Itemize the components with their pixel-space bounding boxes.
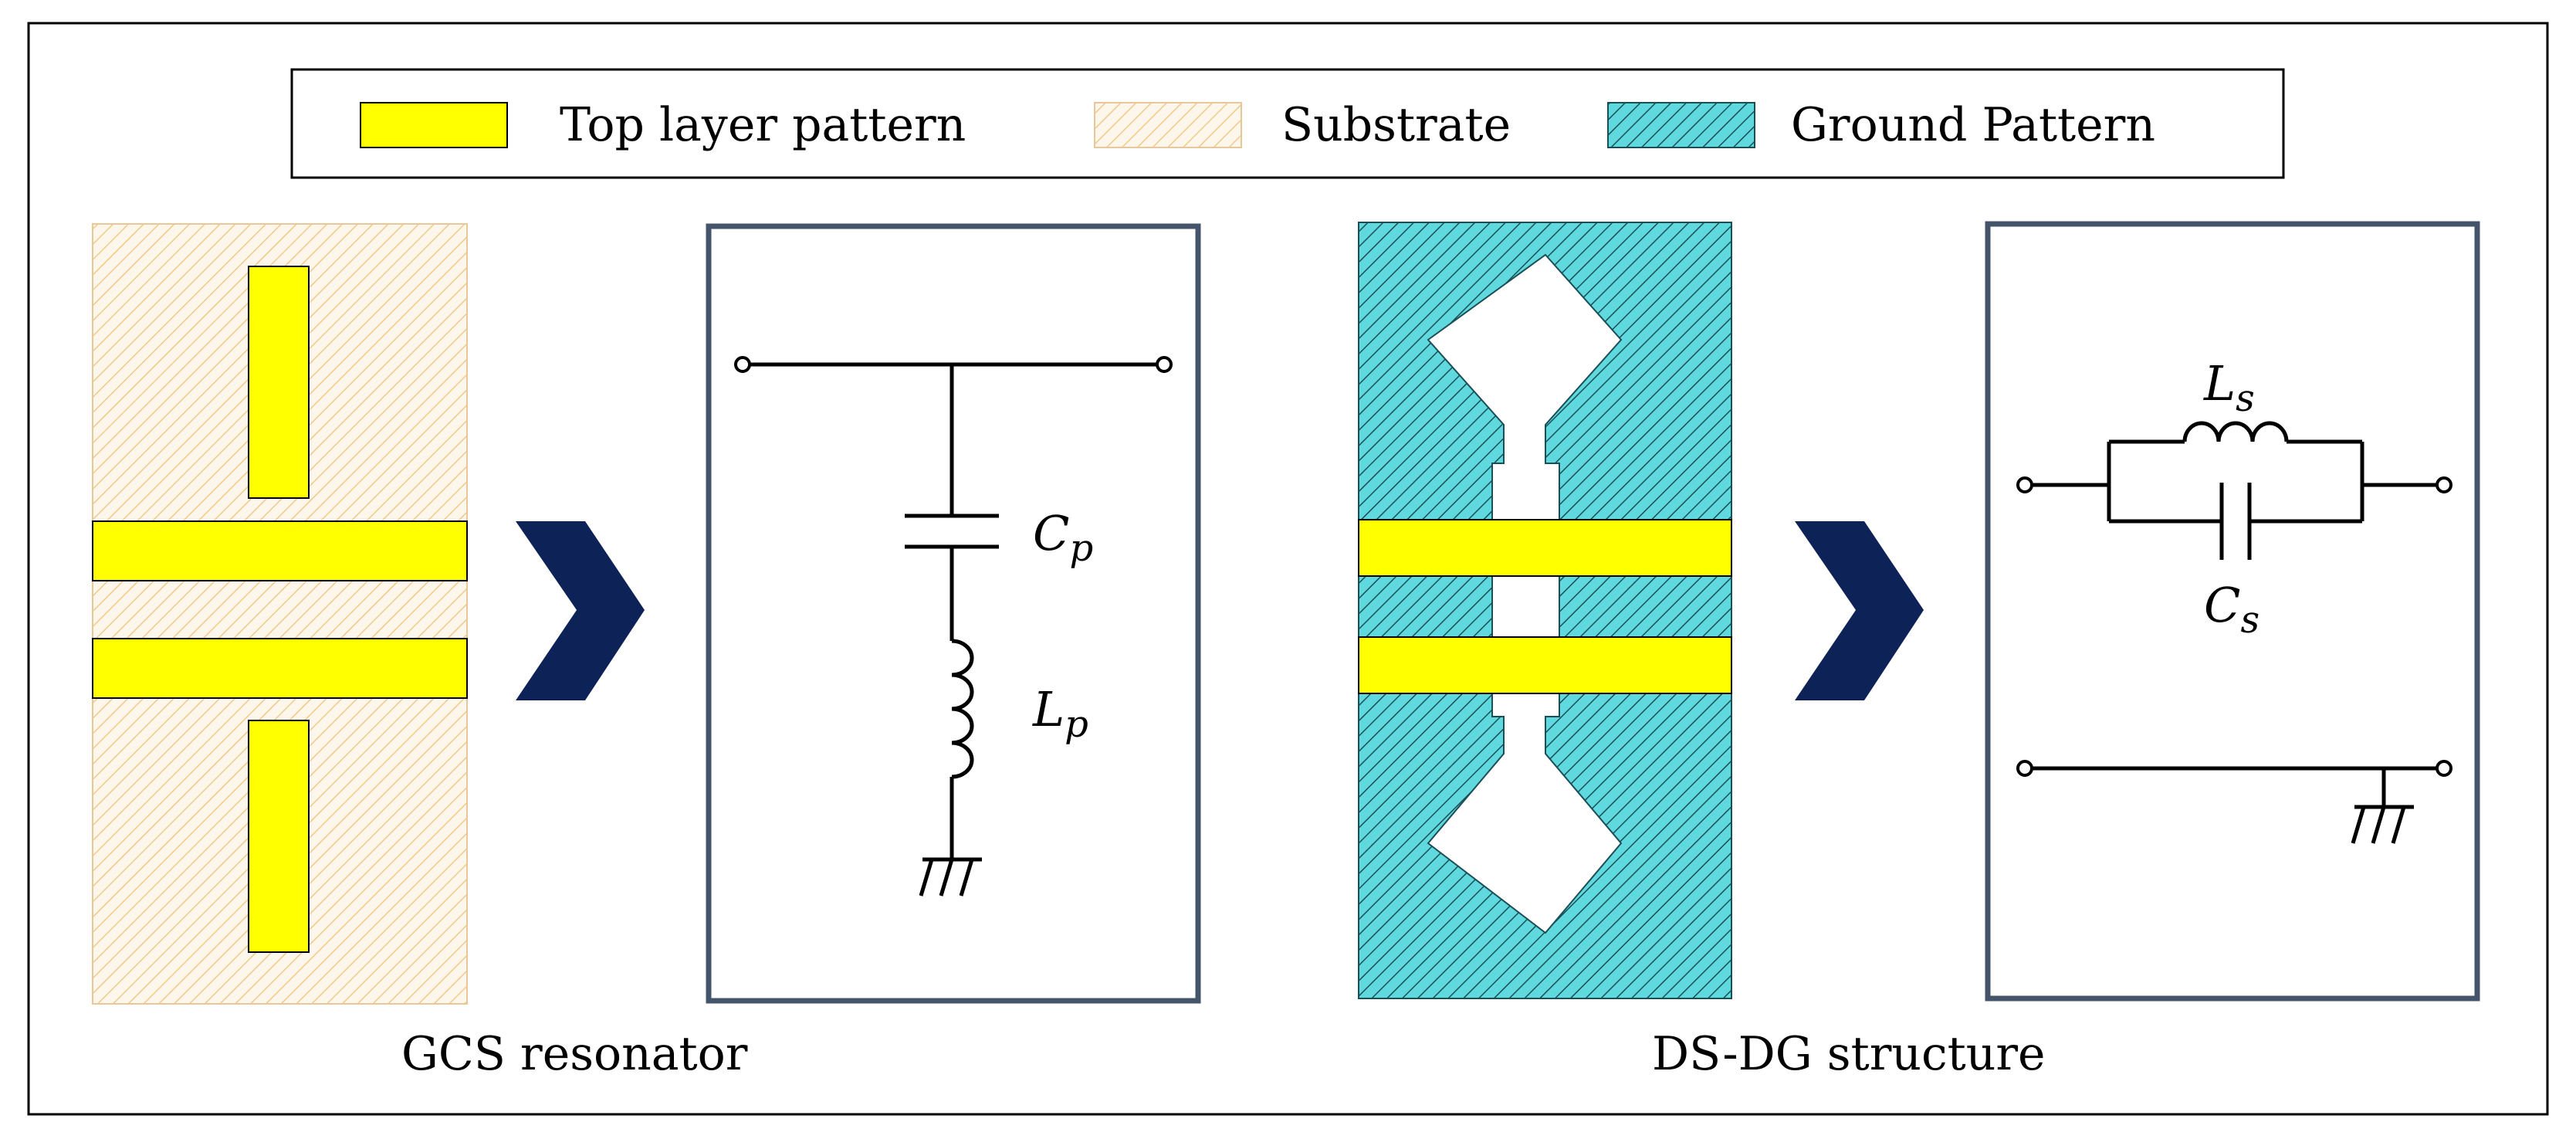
capacitor-label-cs: Cs — [2204, 577, 2260, 642]
ds-dg-equivalent-circuit: Ls Cs — [1985, 221, 2480, 1002]
top-layer-line-1 — [1358, 519, 1732, 577]
ground-symbol-icon — [2351, 805, 2414, 844]
outer-frame — [27, 22, 2549, 1116]
legend-swatch-ground — [1607, 102, 1755, 148]
dumbbell-slot — [1427, 253, 1623, 934]
legend-box — [290, 68, 2285, 179]
top-layer-line-2 — [92, 638, 468, 699]
legend-label-top-layer: Top layer pattern — [560, 98, 966, 152]
legend: Top layer pattern Substrate Ground Patte… — [290, 68, 2285, 179]
chevron-right-icon — [516, 521, 645, 700]
terminal-icon — [2436, 760, 2452, 777]
terminal-icon — [734, 356, 751, 373]
top-layer-line-1 — [92, 520, 468, 581]
circuit-box-right — [1985, 221, 2480, 1002]
top-layer-stub-lower — [248, 720, 310, 953]
chevron-right-icon — [1795, 521, 1924, 700]
inductor-coil — [951, 639, 974, 779]
top-layer-line-2 — [1358, 636, 1732, 694]
ground-symbol-icon — [919, 857, 982, 897]
terminal-icon — [1156, 356, 1173, 373]
terminal-icon — [2016, 476, 2033, 493]
ds-dg-structure-layout — [1358, 222, 1732, 999]
legend-swatch-substrate — [1094, 102, 1242, 148]
gcs-resonator-layout — [92, 223, 468, 1005]
caption-gcs-resonator: GCS resonator — [401, 1027, 748, 1081]
terminal-icon — [2016, 760, 2033, 777]
inductor-label-ls: Ls — [2203, 355, 2255, 420]
top-layer-stub-upper — [248, 266, 310, 499]
caption-ds-dg-structure: DS-DG structure — [1652, 1027, 2046, 1081]
legend-label-substrate: Substrate — [1281, 98, 1511, 152]
gcs-equivalent-circuit: Cp Lp — [706, 223, 1201, 1004]
legend-swatch-top-layer — [360, 102, 508, 148]
capacitor-label-cp: Cp — [1033, 505, 1093, 570]
inductor-coil — [2182, 421, 2289, 442]
legend-label-ground: Ground Pattern — [1791, 98, 2155, 152]
inductor-label-lp: Lp — [1032, 681, 1088, 746]
terminal-icon — [2436, 476, 2452, 493]
